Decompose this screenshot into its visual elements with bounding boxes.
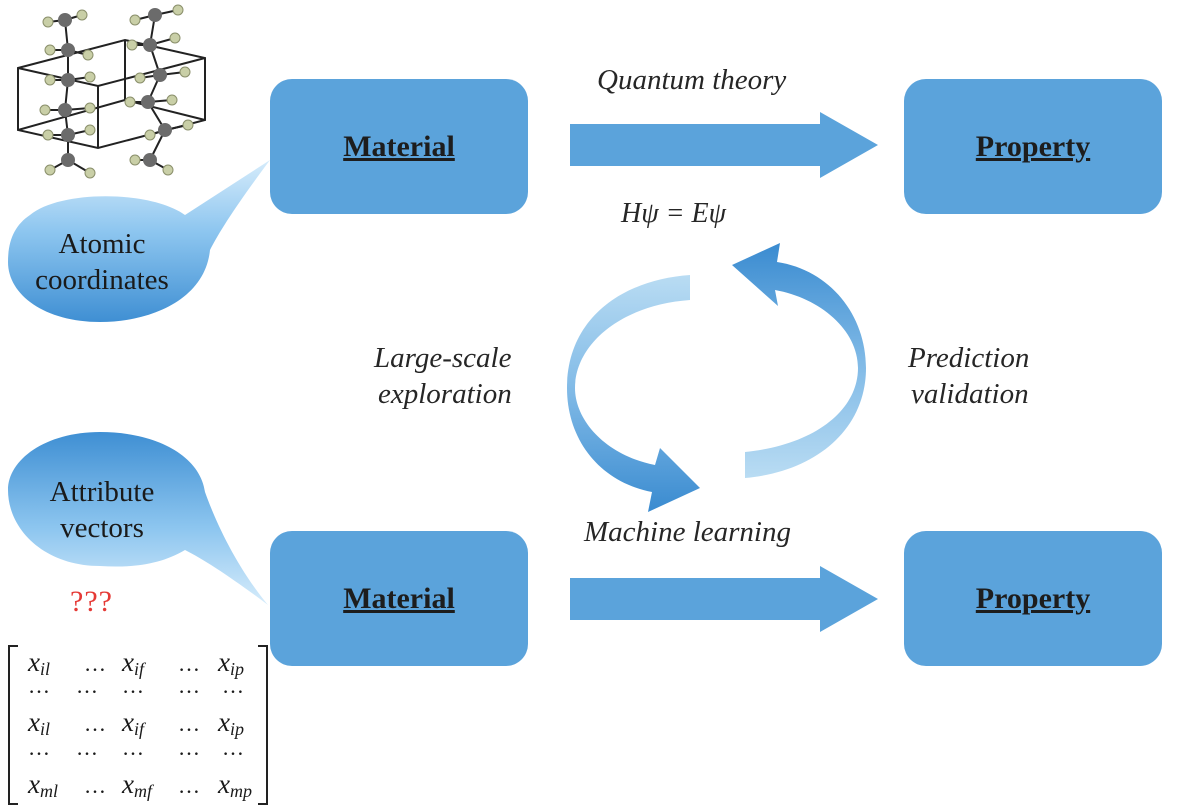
attribute-line: Attribute <box>49 476 155 508</box>
matrix-ellipsis: … <box>84 773 108 798</box>
attribute-matrix: xil…xif…xip……………xil…xif…xip……………xml…xmf…… <box>8 645 268 805</box>
property-box-top: Property <box>904 79 1162 214</box>
prediction-label-line1: Prediction <box>908 342 1030 374</box>
matrix-ellipsis: … <box>28 735 52 760</box>
exploration-label-line2: exploration <box>378 378 512 410</box>
matrix-ellipsis: … <box>84 651 108 676</box>
matrix-entry: xip <box>218 707 244 739</box>
machine-learning-arrow <box>570 566 878 632</box>
validation-label-line2: validation <box>911 378 1029 410</box>
machine-learning-label: Machine learning <box>584 516 791 548</box>
matrix-ellipsis: … <box>76 673 100 698</box>
matrix-entry: xif <box>122 707 144 739</box>
matrix-ellipsis: … <box>222 735 246 760</box>
matrix-entry: xil <box>28 647 50 679</box>
matrix-ellipsis: … <box>222 673 246 698</box>
vectors-line: vectors <box>60 512 144 544</box>
attribute-vectors-text: Attribute vectors <box>14 474 190 546</box>
atomic-line: Atomic <box>58 228 146 260</box>
material-label-bottom: Material <box>343 581 455 615</box>
coordinates-line: coordinates <box>35 264 169 296</box>
matrix-entry: xmp <box>218 769 252 801</box>
matrix-entry: xil <box>28 707 50 739</box>
material-box-bottom: Material <box>270 531 528 666</box>
quantum-theory-label: Quantum theory <box>597 64 787 96</box>
matrix-ellipsis: … <box>178 773 202 798</box>
matrix-ellipsis: … <box>178 735 202 760</box>
matrix-row: xml … xmf … xmp <box>22 769 258 801</box>
large-scale-exploration-cycle-arrow <box>567 275 700 512</box>
matrix-ellipsis: … <box>84 711 108 736</box>
matrix-row: … … … … … <box>22 735 258 771</box>
matrix-ellipsis: … <box>178 673 202 698</box>
molecule-atoms <box>39 4 194 179</box>
quantum-theory-arrow <box>570 112 878 178</box>
matrix-ellipsis: … <box>28 673 52 698</box>
matrix-ellipsis: … <box>76 735 100 760</box>
property-box-bottom: Property <box>904 531 1162 666</box>
matrix-entry: xif <box>122 647 144 679</box>
matrix-row: … … … … … <box>22 673 258 709</box>
matrix-row: xil … xif … xip <box>22 647 258 679</box>
matrix-right-bracket <box>258 645 268 805</box>
matrix-entry: xmf <box>122 769 152 801</box>
property-label-top: Property <box>975 129 1091 163</box>
matrix-ellipsis: … <box>122 673 146 698</box>
question-marks: ??? <box>70 585 113 618</box>
matrix-row: xil … xif … xip <box>22 707 258 739</box>
matrix-ellipsis: … <box>178 711 202 736</box>
material-box-top: Material <box>270 79 528 214</box>
atomic-coordinates-bubble <box>8 160 270 322</box>
prediction-validation-cycle-arrow <box>732 243 866 478</box>
atomic-coordinates-text: Atomic coordinates <box>14 226 190 298</box>
schrodinger-equation: Hψ = Eψ <box>621 198 726 229</box>
attribute-vectors-bubble <box>8 432 268 605</box>
property-label-bottom: Property <box>975 581 1091 615</box>
matrix-entry: xml <box>28 769 58 801</box>
large-scale-label-line1: Large-scale <box>374 342 512 374</box>
matrix-entry: xip <box>218 647 244 679</box>
matrix-ellipsis: … <box>122 735 146 760</box>
material-label-top: Material <box>343 129 455 163</box>
matrix-left-bracket <box>8 645 18 805</box>
matrix-ellipsis: … <box>178 651 202 676</box>
